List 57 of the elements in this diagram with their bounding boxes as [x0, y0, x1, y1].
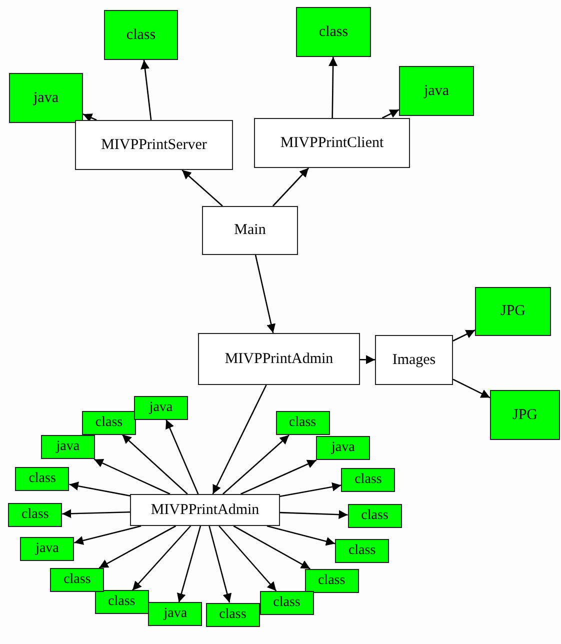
node-box: class	[206, 602, 260, 627]
node-box: class	[341, 468, 396, 492]
node-box: java	[20, 537, 74, 562]
node-box: class	[304, 568, 359, 593]
arrow	[280, 510, 348, 520]
arrow	[272, 168, 310, 206]
node-box: class	[335, 538, 390, 563]
arrow	[132, 526, 192, 591]
node-box: MIVPPrintClient	[254, 118, 410, 168]
node-box: java	[134, 396, 188, 420]
arrow	[140, 60, 152, 120]
node-box: Main	[202, 206, 298, 255]
arrow	[328, 57, 338, 118]
arrow	[74, 525, 142, 545]
node-box: JPG	[475, 287, 551, 336]
node-box: class	[348, 504, 402, 528]
node-box: class	[15, 467, 70, 492]
arrow	[182, 170, 223, 206]
arrow	[452, 378, 490, 398]
node-box: class	[50, 568, 104, 592]
arrow	[69, 482, 130, 496]
node-box: MIVPPrintAdmin	[198, 333, 360, 385]
node-box: class	[94, 590, 149, 614]
node-box: class	[104, 10, 178, 60]
node-box: java	[399, 66, 474, 116]
arrow	[208, 526, 232, 603]
node-box: class	[8, 502, 62, 527]
arrow	[382, 109, 400, 119]
node-box: class	[260, 590, 314, 615]
node-box: MIVPPrintAdmin	[130, 494, 280, 526]
arrow	[82, 114, 97, 122]
arrow	[360, 355, 375, 364]
node-box: class	[82, 410, 136, 434]
arrow	[62, 509, 130, 518]
arrow	[233, 525, 310, 570]
arrow	[166, 419, 199, 494]
node-box: MIVPPrintServer	[75, 120, 233, 170]
node-box: java	[40, 435, 95, 460]
node-box: java	[9, 73, 83, 123]
node-box: class	[276, 411, 330, 436]
arrow	[212, 384, 267, 494]
arrow	[240, 460, 317, 495]
arrow	[218, 526, 277, 592]
arrow	[452, 330, 476, 342]
node-box: class	[296, 7, 371, 57]
arrow	[222, 434, 290, 494]
arrow	[266, 525, 336, 546]
node-box: Images	[375, 335, 453, 385]
node-box: java	[148, 602, 202, 626]
arrow	[98, 525, 176, 568]
arrow	[177, 526, 202, 603]
arrow	[254, 254, 276, 334]
node-box: JPG	[490, 390, 560, 440]
arrow	[280, 482, 342, 497]
arrow	[122, 434, 188, 494]
arrow	[94, 458, 170, 495]
node-box: java	[316, 436, 370, 460]
